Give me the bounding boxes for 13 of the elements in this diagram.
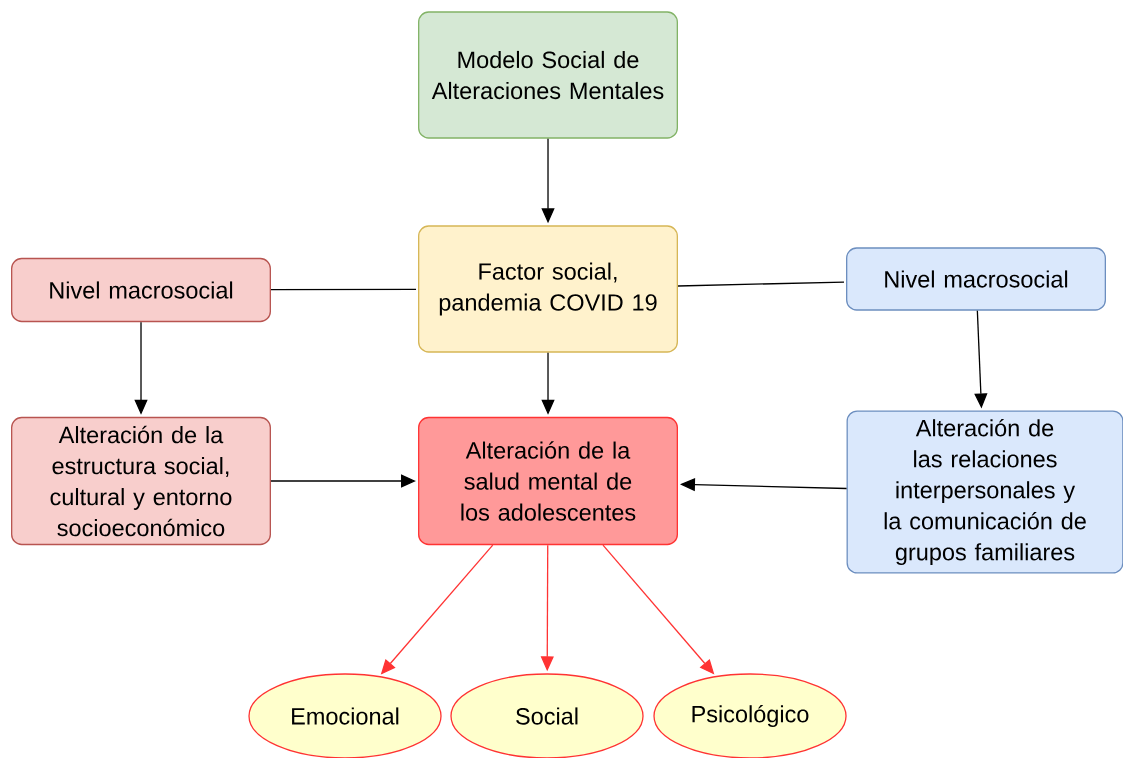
process-box: Modelo Social de Alteraciones Mentales <box>418 11 678 139</box>
connector-line <box>270 288 417 291</box>
connector-line <box>677 281 845 287</box>
arrow <box>270 474 416 488</box>
process-box: Nivel macrosocial <box>11 257 271 323</box>
process-box: Nivel macrosocial <box>846 247 1106 311</box>
process-box: Alteración de las relaciones interpersonales y la comunicación de grupos familiares <box>846 410 1123 574</box>
ellipse-node: Psicológico <box>653 673 847 758</box>
process-box: Factor social, pandemia COVID 19 <box>418 225 678 353</box>
process-box: Alteración de la estructura social, cultural y entorno socioeconómico <box>11 416 271 546</box>
ellipse-node: Emocional <box>248 673 442 758</box>
process-box: Alteración de la salud mental de los adolescentes <box>418 416 678 546</box>
ellipse-node: Social <box>450 673 644 758</box>
